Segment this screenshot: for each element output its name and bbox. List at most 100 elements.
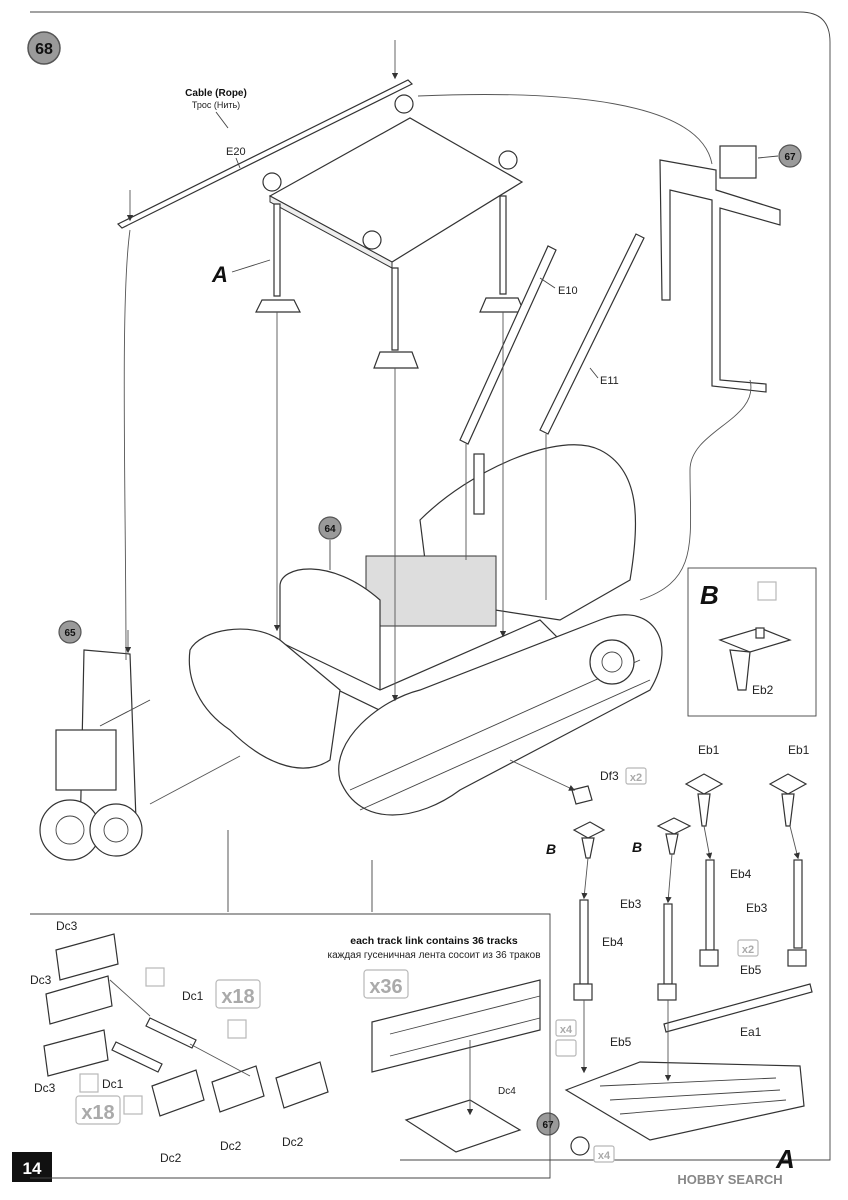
canopy-post-3 [499,195,507,295]
label-e10: E10 [558,285,578,297]
label-eb4-right: Eb4 [730,867,752,881]
label-eb1-right: Eb1 [788,743,810,757]
ref-64 [318,516,342,540]
page-number-box [12,1152,52,1182]
label-eb5-upper: Eb5 [740,963,762,977]
label-dc3-c: Dc3 [34,1081,56,1095]
watermark-text: HOBBY SEARCH [677,1172,782,1187]
ref-65 [58,620,82,644]
qty-df3: x2 [630,772,642,784]
qty-eb5: x2 [742,944,754,956]
watermark: HOBBY SEARCH [677,1172,782,1187]
glue-icon-4 [227,1019,247,1039]
ref-67-bottom-text: 67 [542,1120,554,1131]
tractor-body: 64 [188,444,663,816]
ref-67-bottom [536,1112,560,1136]
label-eb5-lower: Eb5 [610,1035,632,1049]
label-dc1-a: Dc1 [182,989,204,1003]
rear-frame: 67 [639,144,802,601]
step-badge [27,31,61,65]
post-eb4-left [579,899,589,985]
lamp-rear-left [394,94,414,114]
post-eb4-right [705,859,715,951]
beam-eb5 [663,983,813,1033]
qty-x4-b: x4 [598,1150,611,1162]
glue-icon-3 [145,967,165,987]
label-ea1: Ea1 [740,1025,762,1039]
ref-65-text: 65 [64,628,76,639]
glue-icon-2 [555,1039,577,1057]
label-eb3-right: Eb3 [746,901,768,915]
track-link-dc2-1 [151,1069,205,1117]
detail-b-label: B [700,580,719,610]
cable-rod-e20 [116,79,414,229]
label-dc3-a: Dc3 [56,919,78,933]
sub-assembly-a: Eb1 Eb1 B B Eb4 Eb3 Eb4 Eb3 x2 Eb5 [536,743,813,1174]
left-winch-assembly: 65 [39,229,241,861]
track-panel-frame [30,913,551,1179]
lamp-front-right [362,230,382,250]
post-eb3-left [663,903,673,985]
label-dc4: Dc4 [498,1086,516,1097]
lamp-rear-right [498,150,518,170]
pin-dc1-2 [111,1041,163,1073]
label-dc1-b: Dc1 [102,1077,124,1091]
label-eb1-left: Eb1 [698,743,720,757]
track-link-dc3-1 [55,933,119,981]
canopy-post-1 [273,203,281,297]
glue-icon-5 [79,1073,99,1093]
track-link-dc3-3 [43,1029,109,1077]
b-marker-2: B [632,839,642,855]
glue-icon-6 [123,1095,143,1115]
canopy-assembly: Cable (Rope) Трос (Нить) E20 A [116,40,713,369]
track-link-dc2-2 [211,1065,265,1113]
step-number: 68 [35,41,53,58]
b-marker-1: B [546,841,556,857]
ref-67-top [778,144,802,168]
ref-64-text: 64 [324,524,336,535]
label-eb2: Eb2 [752,683,774,697]
rod-e10 [459,245,557,445]
rod-e11 [539,233,645,435]
label-e20: E20 [226,146,246,158]
frame-ea1 [564,1061,805,1141]
label-df3: Df3 [600,769,619,783]
label-e11: E11 [600,375,619,387]
part-dc4 [404,1099,522,1153]
track-link-dc3-2 [45,975,113,1025]
ref-67-top-text: 67 [784,152,796,163]
sub-assembly-a-label: A [211,262,228,287]
label-dc3-b: Dc3 [30,973,52,987]
track-detail-panel: each track link contains 36 tracks кажда… [30,830,551,1179]
cable-label-ru: Трос (Нить) [192,100,240,110]
label-eb3-left: Eb3 [620,897,642,911]
track-chain [371,979,541,1073]
label-dc2-b: Dc2 [220,1139,242,1153]
label-dc2-c: Dc2 [282,1135,304,1149]
post-eb3-right [793,859,803,949]
track-note-en: each track link contains 36 tracks [350,935,518,947]
pin-dc1-1 [145,1017,197,1049]
rods: E10 E11 [459,233,645,445]
glue-icon [757,581,777,601]
cable-label-en: Cable (Rope) [185,88,247,99]
detail-b: B Eb2 [687,567,817,717]
detail-b-frame [687,567,817,717]
qty-x36: x36 [369,976,402,998]
sub-assembly-a-bottom: A [775,1144,795,1174]
track-link-dc2-3 [275,1061,329,1109]
qty-x18-b: x18 [81,1102,114,1124]
label-eb4-left: Eb4 [602,935,624,949]
qty-x18-a: x18 [221,986,254,1008]
qty-x4-a: x4 [560,1024,573,1036]
canopy-post-2 [391,267,399,351]
lamp-front-left [262,172,282,192]
canopy-roof [268,117,524,263]
track-note-ru: каждая гусеничная лента сосоит из 36 тра… [327,950,540,961]
label-dc2-a: Dc2 [160,1151,182,1165]
page-border [30,11,831,1161]
part-df3: Df3 x2 [509,759,647,805]
page-number: 14 [23,1159,42,1178]
